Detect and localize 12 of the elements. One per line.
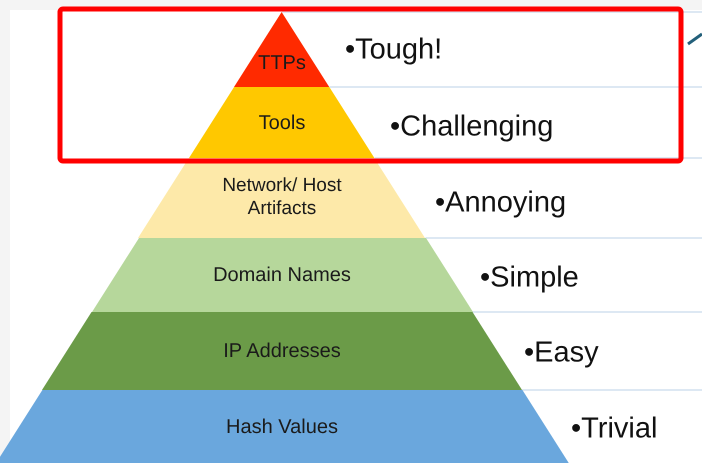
difficulty-label: •Easy	[524, 336, 599, 370]
layer-label: IP Addresses	[223, 339, 341, 363]
difficulty-label: •Simple	[480, 262, 579, 294]
difficulty-label: •Trivial	[571, 412, 658, 446]
layer-label: TTPs	[258, 50, 306, 74]
difficulty-label: •Tough!	[345, 34, 442, 66]
difficulty-label: •Challenging	[390, 110, 554, 144]
layer-label: Hash Values	[226, 414, 338, 438]
layer-label: Domain Names	[213, 263, 351, 287]
layer-label: Tools	[258, 110, 306, 134]
layer-label: Network/ Host Artifacts	[221, 175, 343, 221]
difficulty-label: •Annoying	[435, 186, 566, 220]
